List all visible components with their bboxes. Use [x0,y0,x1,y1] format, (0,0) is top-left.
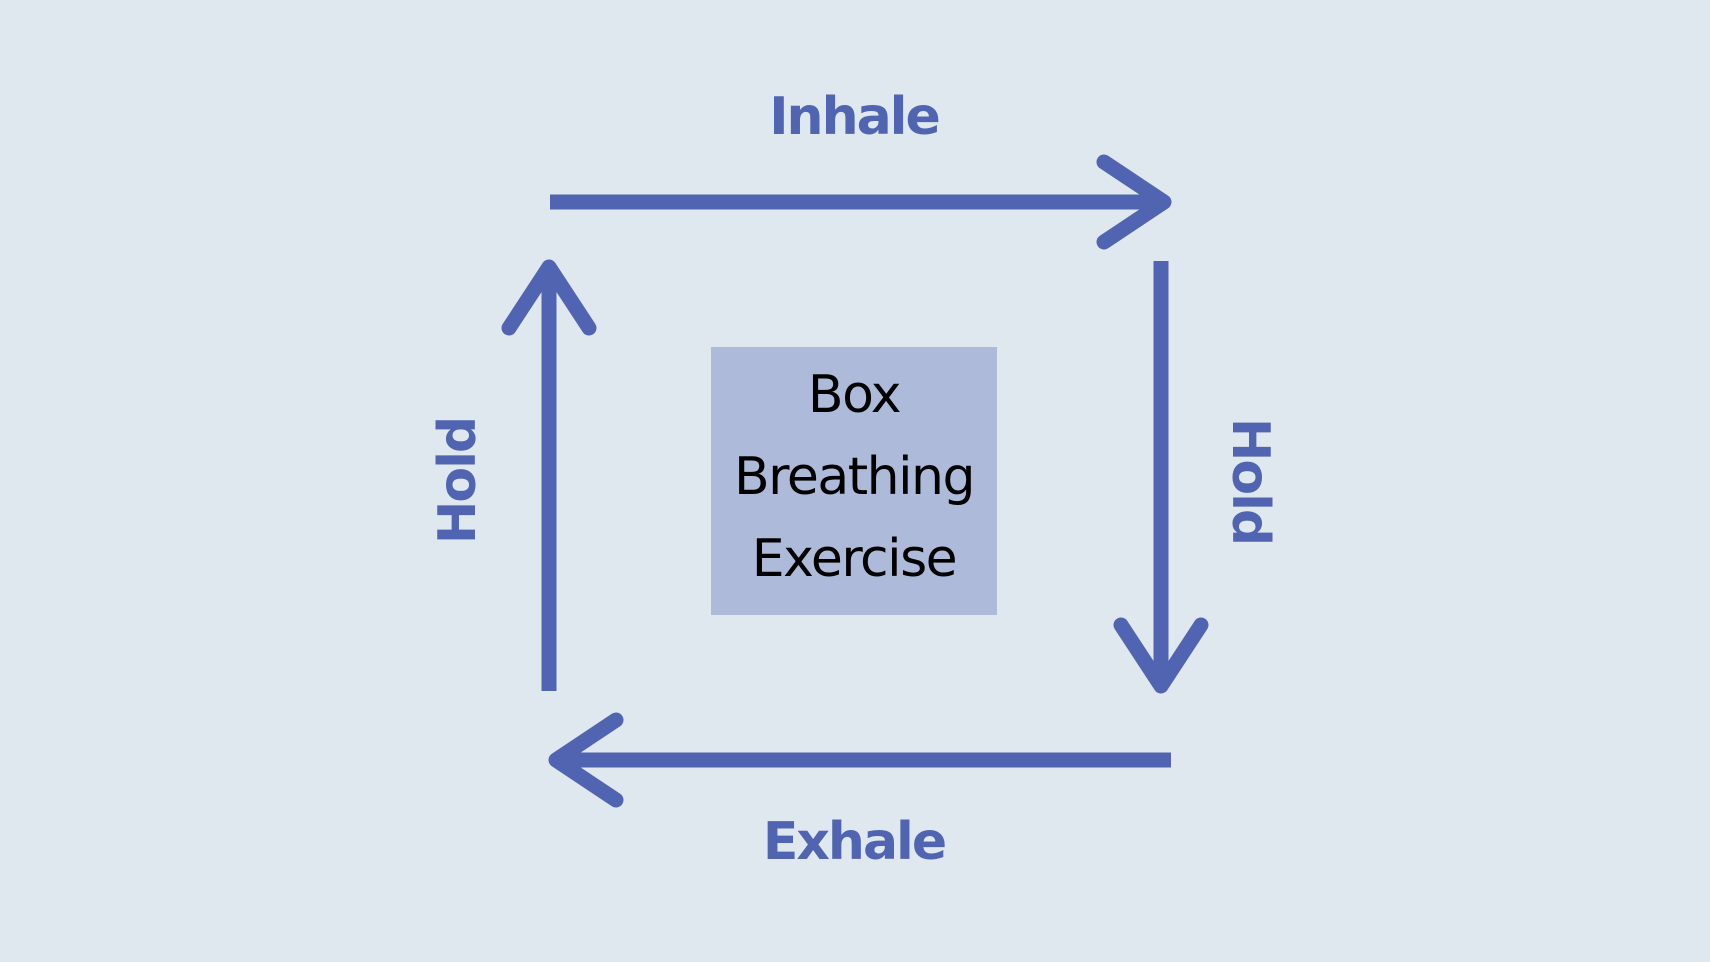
arrow-left-icon [548,712,1171,808]
step-label-hold-left: Hold [428,418,488,544]
step-label-exhale: Exhale [763,812,945,872]
center-title-line-3: Exercise [752,529,956,589]
step-label-inhale: Inhale [769,87,939,147]
arrow-up-icon [501,259,597,691]
center-title-line-1: Box [808,365,901,425]
center-title-line-2: Breathing [734,447,974,507]
arrow-right-icon [550,154,1172,250]
step-label-hold-right: Hold [1220,418,1280,544]
arrow-down-icon [1113,261,1209,694]
center-box [711,347,997,615]
